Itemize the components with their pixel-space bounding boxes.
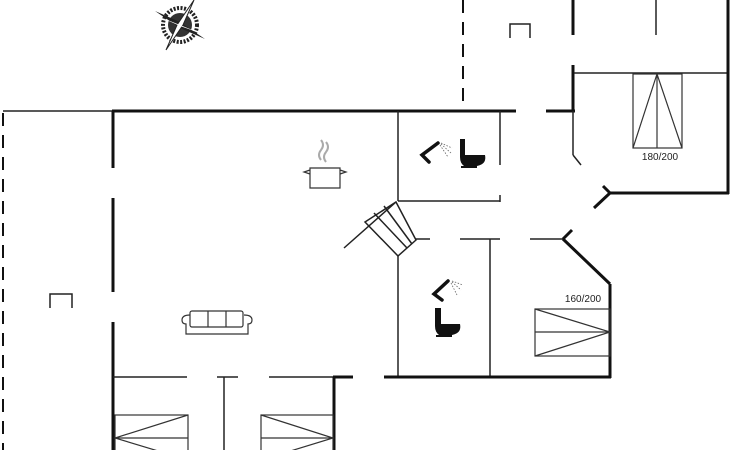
- walls: [3, 0, 730, 450]
- window-marker-icon: [49, 293, 73, 308]
- sofa-icon: [181, 310, 253, 335]
- bed-size-label: 160/200: [565, 294, 602, 305]
- bed-160-200: 160/200: [534, 294, 613, 357]
- bed-size-label: 180/200: [642, 152, 679, 163]
- toilet-icon: [435, 308, 461, 337]
- bed-180-200: 180/200: [632, 72, 683, 163]
- compass-icon: [155, 0, 205, 51]
- bed-bottom-left: [112, 414, 189, 450]
- bed-bottom-middle: [260, 414, 336, 450]
- kitchen-pot-icon: [302, 139, 348, 189]
- window-marker-icon: [509, 23, 531, 38]
- shower-icon: [431, 279, 464, 302]
- toilet-icon: [460, 139, 486, 168]
- shower-icon: [419, 141, 453, 164]
